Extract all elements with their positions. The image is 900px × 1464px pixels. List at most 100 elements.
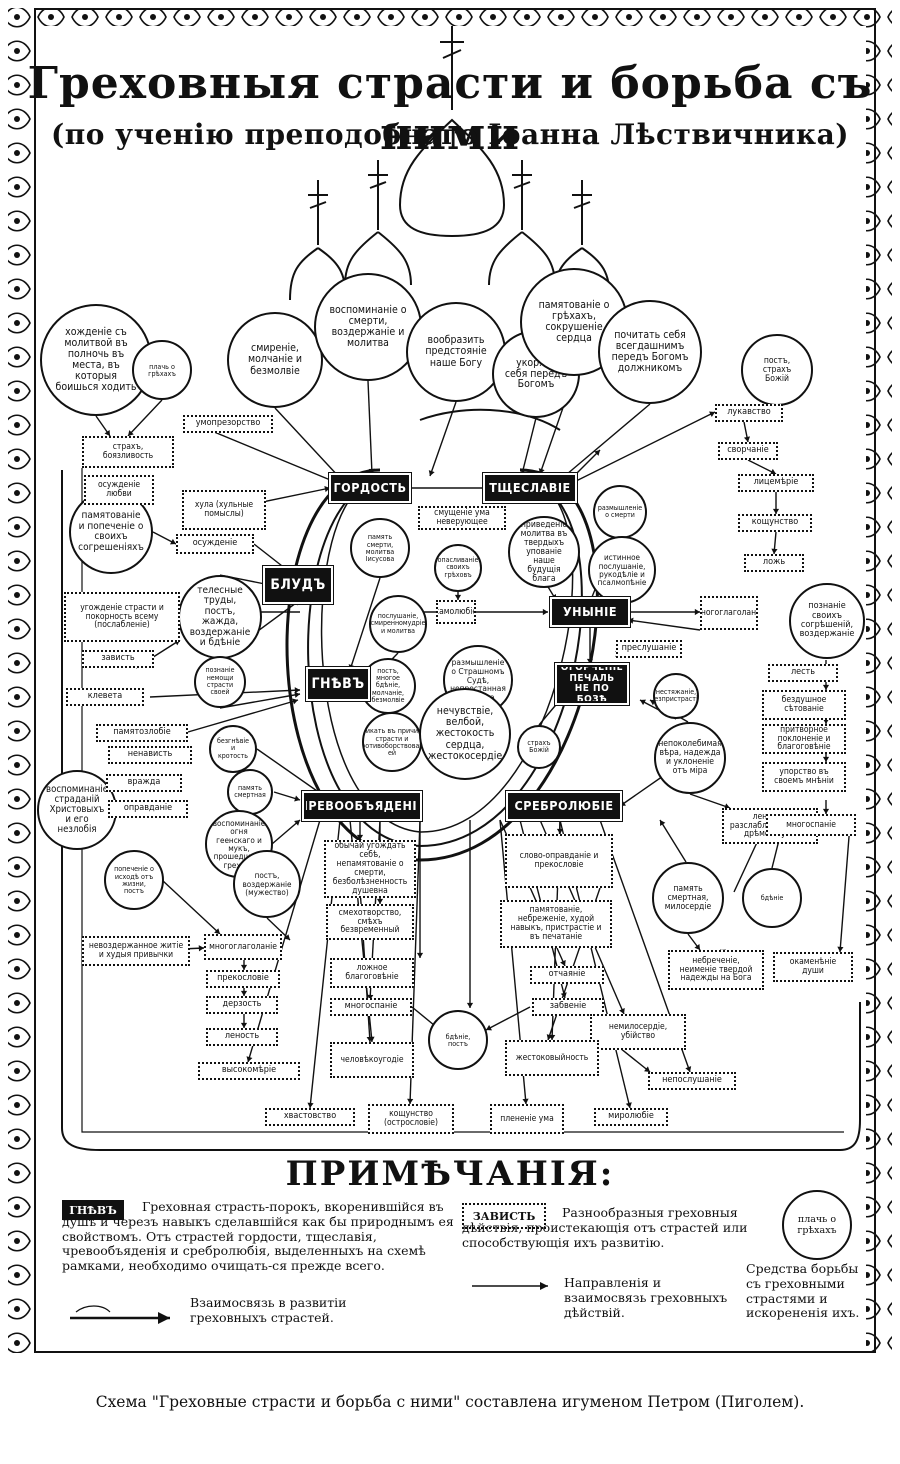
- sin-box: непослушаніе: [648, 1072, 736, 1090]
- outer-channel-line: [61, 470, 861, 1151]
- remedy-circle: познаніе немощи страсти своей: [194, 656, 246, 708]
- passion-label-pride: ГОРДОСТЬ: [331, 475, 409, 501]
- legend-sin-text: Разнообразныя греховныя дѣйствія, проист…: [462, 1205, 748, 1250]
- legend-line-text: Направленія и взаимосвязь греховныхъ дѣй…: [564, 1275, 728, 1320]
- remedy-circle: память смертная: [227, 769, 273, 815]
- sin-box: обычай угождать себѣ, непамятованіе о см…: [324, 840, 416, 898]
- connector-arrowhead: [644, 1066, 650, 1072]
- connector-arrowhead: [454, 594, 462, 600]
- connector-arrow: [659, 819, 687, 863]
- remedy-circle: постъ, воздержаніе (мужество): [233, 850, 301, 918]
- connector-arrowhead: [294, 795, 300, 802]
- sin-box: преслушаніе: [616, 640, 682, 658]
- connector-arrowhead: [640, 699, 646, 706]
- connector-arrowhead: [520, 468, 527, 474]
- sin-box: ложь: [744, 554, 804, 572]
- sin-box: клевета: [66, 688, 144, 706]
- connector-arrowhead: [240, 1022, 248, 1028]
- sin-box: памятованіе, небреженіе, худой навыкъ, п…: [500, 900, 612, 948]
- connector-arrow: [747, 459, 777, 475]
- connector-arrowhead: [628, 617, 634, 624]
- connector-arrowhead: [128, 430, 134, 436]
- sin-box: миролюбіе: [594, 1108, 668, 1126]
- connector-arrowhead: [620, 800, 626, 806]
- remedy-circle: опасливаніе своихъ грѣховъ: [434, 544, 482, 592]
- passion-label-sorrow: ОГОРЧЕНІЕ ПЕЧАЛЬ НЕ ПО БОЗѢ: [557, 665, 627, 703]
- connector-arrowhead: [619, 1008, 625, 1014]
- connector-arrowhead: [376, 898, 384, 904]
- connector-arrowhead: [522, 1098, 529, 1104]
- connector-arrowhead: [709, 411, 715, 418]
- connector-arrowhead: [356, 834, 364, 840]
- connector-arrowhead: [685, 1066, 692, 1072]
- sin-box: страхъ, боязливость: [82, 436, 174, 468]
- page-title: Греховныя страсти и борьба съ ними: [27, 58, 873, 160]
- sin-box: многоспаніе: [330, 998, 412, 1016]
- figure-caption: Схема "Греховные страсти и борьба с ними…: [95, 1393, 805, 1411]
- remedy-circle: хожденіе съ молитвой въ полночь въ места…: [40, 304, 152, 416]
- remedy-circle: постъ, страхъ Божій: [741, 334, 813, 406]
- legend-passion-tag: ГНѢВЪ: [62, 1200, 124, 1220]
- legend-arrow-text: Взаимосвязь в развитіи греховныхъ страст…: [190, 1295, 347, 1325]
- connector-arrowhead: [694, 608, 700, 616]
- sin-box: отчаяніе: [530, 966, 604, 984]
- connector-arrow: [689, 793, 731, 809]
- sin-box: хула (хульные помыслы): [182, 490, 266, 530]
- connector-arrowhead: [214, 928, 220, 934]
- sin-box: забвеніе: [532, 998, 604, 1016]
- connector-arrowhead: [294, 687, 300, 694]
- connector-arrow: [256, 748, 331, 801]
- connector-arrowhead: [772, 508, 780, 514]
- sin-box: упорство въ своемъ мнѣніи: [762, 762, 846, 792]
- connector-arrowhead: [324, 486, 330, 493]
- remedy-circle: память смертная, милосердіе: [652, 862, 724, 934]
- sin-box: осужденіе любви: [84, 475, 154, 505]
- connector-arrow: [187, 699, 299, 733]
- connector-arrowhead: [822, 756, 830, 762]
- connector-arrow: [619, 773, 667, 807]
- sin-box: небреченіе, неименіе твердой надежды на …: [668, 950, 764, 990]
- sin-box: многоглаголаніе: [204, 934, 282, 960]
- connector-arrow: [561, 411, 716, 489]
- connector-arrowhead: [560, 960, 566, 966]
- connector-arrowhead: [198, 945, 204, 952]
- remedy-circle: попеченіе о исходѣ отъ жизни, постъ: [104, 850, 164, 910]
- connector-arrow: [559, 403, 651, 481]
- sin-box: плененіе ума: [490, 1104, 564, 1134]
- sin-box: немилосердіе, убійство: [590, 1014, 686, 1050]
- connector-arrowhead: [822, 718, 830, 724]
- connector-arrow: [733, 835, 761, 893]
- connector-arrowhead: [307, 1102, 314, 1108]
- connector-arrowhead: [416, 952, 424, 958]
- legend-remedy-tag: плачь о грѣхахъ: [782, 1190, 852, 1260]
- connector-arrow: [266, 917, 291, 941]
- sin-box: зависть: [82, 650, 154, 668]
- connector-arrowhead: [660, 820, 666, 826]
- sin-box: ложное благоговѣніе: [330, 958, 414, 988]
- sin-box: вражда: [106, 774, 182, 792]
- connector-arrowhead: [724, 803, 730, 810]
- sin-box: кощунство (острословіе): [368, 1104, 454, 1134]
- remedy-circle: страхъ Божій: [517, 725, 561, 769]
- connector-arrowhead: [770, 468, 776, 475]
- connector-arrowhead: [538, 468, 545, 474]
- connector-arrowhead: [368, 468, 375, 474]
- sin-box: умопрезорство: [183, 415, 273, 433]
- connector-arrowhead: [367, 994, 374, 1000]
- remedy-circle: телесные труды, постъ, жажда, воздержані…: [178, 575, 262, 659]
- sin-box: смущеніе ума неверующее: [418, 506, 506, 530]
- remedy-circle: нечувствіе, велбой, жестокость сердца, ж…: [419, 688, 511, 780]
- sin-box: дерзость: [206, 996, 278, 1014]
- sin-box: прекословіе: [206, 970, 280, 988]
- remedy-circle: безгнѣвіе и кротость: [209, 725, 257, 773]
- connector-arrow: [367, 380, 373, 475]
- sin-box: кощунство: [738, 514, 812, 532]
- sin-box: самолюбіе: [436, 600, 476, 624]
- legend-arrow-icon: [70, 1305, 170, 1324]
- connector-arrow: [575, 449, 601, 475]
- connector-arrowhead: [466, 1002, 474, 1008]
- connector-arrow: [274, 407, 341, 479]
- legend-line-icon: [472, 1282, 548, 1290]
- remedy-circle: память смерти, молитва Іисусова: [350, 518, 410, 578]
- connector-arrowhead: [348, 664, 355, 670]
